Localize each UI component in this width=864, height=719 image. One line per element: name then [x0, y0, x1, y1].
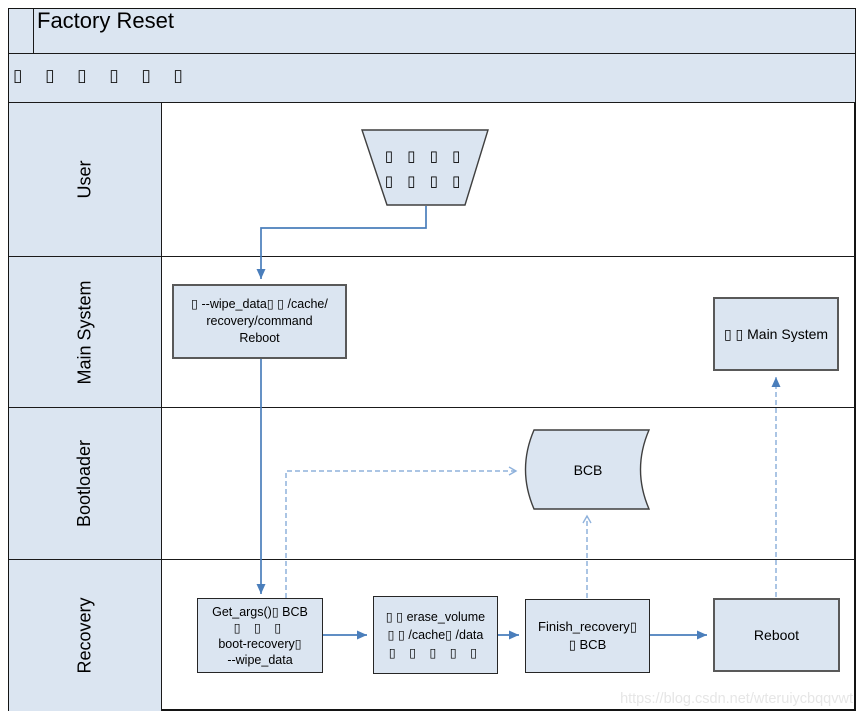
diagram-title: Factory Reset — [37, 9, 174, 32]
wipe-command-line-2: recovery/command — [206, 314, 313, 328]
title-bar — [9, 9, 855, 54]
title-bar-divider — [33, 9, 34, 54]
get-args-line-4: --wipe_data — [227, 652, 293, 667]
erase-volume-line-3: ▯ ▯ ▯ ▯ ▯ — [388, 646, 483, 660]
title-line-1: Factory — [37, 8, 111, 33]
get-args-node: Get_args()▯ BCB ▯ ▯ ▯ boot-recovery▯ --w… — [197, 598, 323, 673]
watermark-url: https://blog.csdn.net/wteruiycbqqvwt — [620, 691, 853, 707]
lane-label-recovery-text: Recovery — [74, 597, 95, 674]
wipe-command-line-3: Reboot — [239, 331, 280, 345]
erase-volume-line-2: ▯ ▯ /cache▯ /data — [387, 628, 484, 642]
wipe-command-line-1: ▯ --wipe_data▯ ▯ /cache/ — [191, 297, 328, 311]
phase-header-row — [9, 54, 855, 103]
get-args-line-1: Get_args()▯ BCB — [212, 604, 308, 619]
get-args-line-2: ▯ ▯ ▯ — [233, 620, 287, 635]
user-action-line-2: ▯ ▯ ▯ ▯ — [384, 173, 466, 190]
lane-separator-main-bootloader — [162, 407, 855, 408]
phase-header-text: ▯ ▯ ▯ ▯ ▯ ▯ — [13, 66, 192, 85]
erase-volume-line-1: ▯ ▯ erase_volume — [385, 610, 486, 624]
lane-label-user: User — [9, 103, 162, 257]
main-system-line-1: ▯ ▯ Main System — [723, 325, 829, 342]
lane-label-main-system: Main System — [9, 257, 162, 408]
lane-label-user-text: User — [74, 160, 95, 199]
wipe-command-node: ▯ --wipe_data▯ ▯ /cache/ recovery/comman… — [172, 284, 347, 359]
bcb-node: BCB — [527, 430, 649, 509]
title-line-2: Reset — [116, 8, 174, 33]
user-action-node: ▯ ▯ ▯ ▯ ▯ ▯ ▯ ▯ — [362, 140, 488, 198]
reboot-node: Reboot — [713, 598, 840, 672]
lane-label-bootloader-text: Bootloader — [74, 439, 95, 528]
lane-label-recovery: Recovery — [9, 560, 162, 711]
bcb-label: BCB — [573, 461, 603, 478]
erase-volume-node: ▯ ▯ erase_volume ▯ ▯ /cache▯ /data ▯ ▯ ▯… — [373, 596, 498, 674]
get-args-line-3: boot-recovery▯ — [218, 636, 302, 651]
reboot-label: Reboot — [753, 627, 800, 643]
finish-recovery-line-2: ▯ BCB — [568, 637, 607, 652]
user-action-line-1: ▯ ▯ ▯ ▯ — [384, 148, 466, 165]
main-system-node: ▯ ▯ Main System — [713, 297, 839, 371]
lane-label-bootloader: Bootloader — [9, 408, 162, 560]
lane-separator-user-main — [162, 256, 855, 257]
finish-recovery-node: Finish_recovery▯ ▯ BCB — [525, 599, 650, 673]
lane-label-main-system-text: Main System — [74, 279, 95, 385]
finish-recovery-line-1: Finish_recovery▯ — [538, 619, 637, 634]
lane-separator-bootloader-recovery — [162, 559, 855, 560]
